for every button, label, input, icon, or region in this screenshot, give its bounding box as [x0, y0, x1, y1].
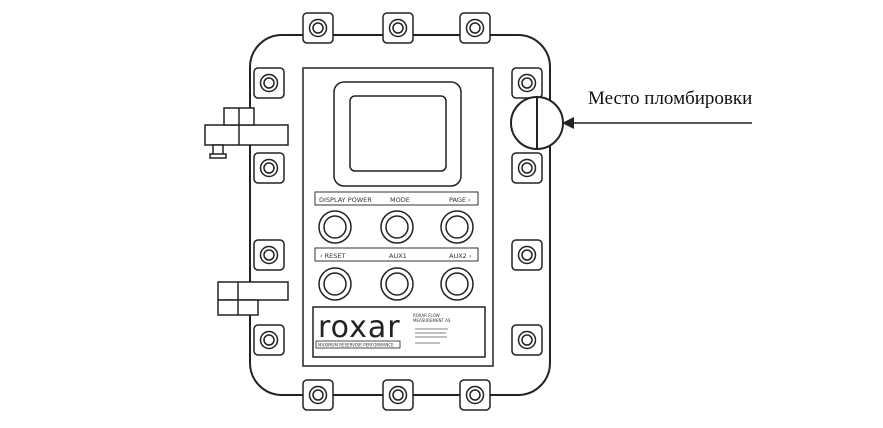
tagline-bar — [315, 340, 401, 349]
reset-button[interactable] — [318, 267, 352, 301]
plate-fine-print — [415, 328, 448, 344]
hinge-lower — [217, 281, 289, 316]
bolt — [253, 152, 285, 184]
bolts-top — [302, 12, 491, 44]
bolt — [253, 324, 285, 356]
seal-location-label: Место пломбировки — [588, 88, 752, 109]
bolts-left — [253, 67, 285, 356]
roxar-logo: roxar — [318, 310, 401, 345]
aux2-label: AUX2 › — [449, 252, 472, 260]
mode-label: MODE — [390, 196, 410, 204]
bolts-right — [511, 67, 543, 356]
bolt — [459, 379, 491, 411]
bolts-bottom — [302, 379, 491, 411]
seal-location-marker — [510, 96, 564, 150]
hinge-upper — [204, 107, 289, 159]
aux1-label: AUX1 — [389, 252, 407, 260]
display-power-button[interactable] — [318, 210, 352, 244]
reset-label: ‹ RESET — [320, 252, 346, 260]
bolt — [511, 152, 543, 184]
bolt — [302, 379, 334, 411]
keypad-label-bar-1 — [314, 191, 479, 206]
bolt — [511, 324, 543, 356]
bolt — [382, 379, 414, 411]
callout-arrow — [562, 117, 752, 129]
page-button[interactable] — [440, 210, 474, 244]
bolt — [459, 12, 491, 44]
brand-tagline: MAXIMUM RESERVOIR PERFORMANCE — [318, 343, 394, 348]
aux2-button[interactable] — [440, 267, 474, 301]
product-line-2: MEASUREMENT AS — [413, 318, 451, 323]
bolt — [253, 239, 285, 271]
product-line-1: ROXAR FLOW — [413, 313, 440, 318]
display-window — [333, 81, 462, 187]
bolt — [382, 12, 414, 44]
bolt — [253, 67, 285, 99]
page-label: PAGE › — [449, 196, 471, 204]
bolt — [511, 239, 543, 271]
bolt — [302, 12, 334, 44]
display-power-label: DISPLAY POWER — [319, 196, 372, 204]
aux1-button[interactable] — [380, 267, 414, 301]
bolt — [511, 67, 543, 99]
mode-button[interactable] — [380, 210, 414, 244]
brand-plate — [312, 306, 486, 358]
keypad-label-bar-2 — [314, 247, 479, 262]
